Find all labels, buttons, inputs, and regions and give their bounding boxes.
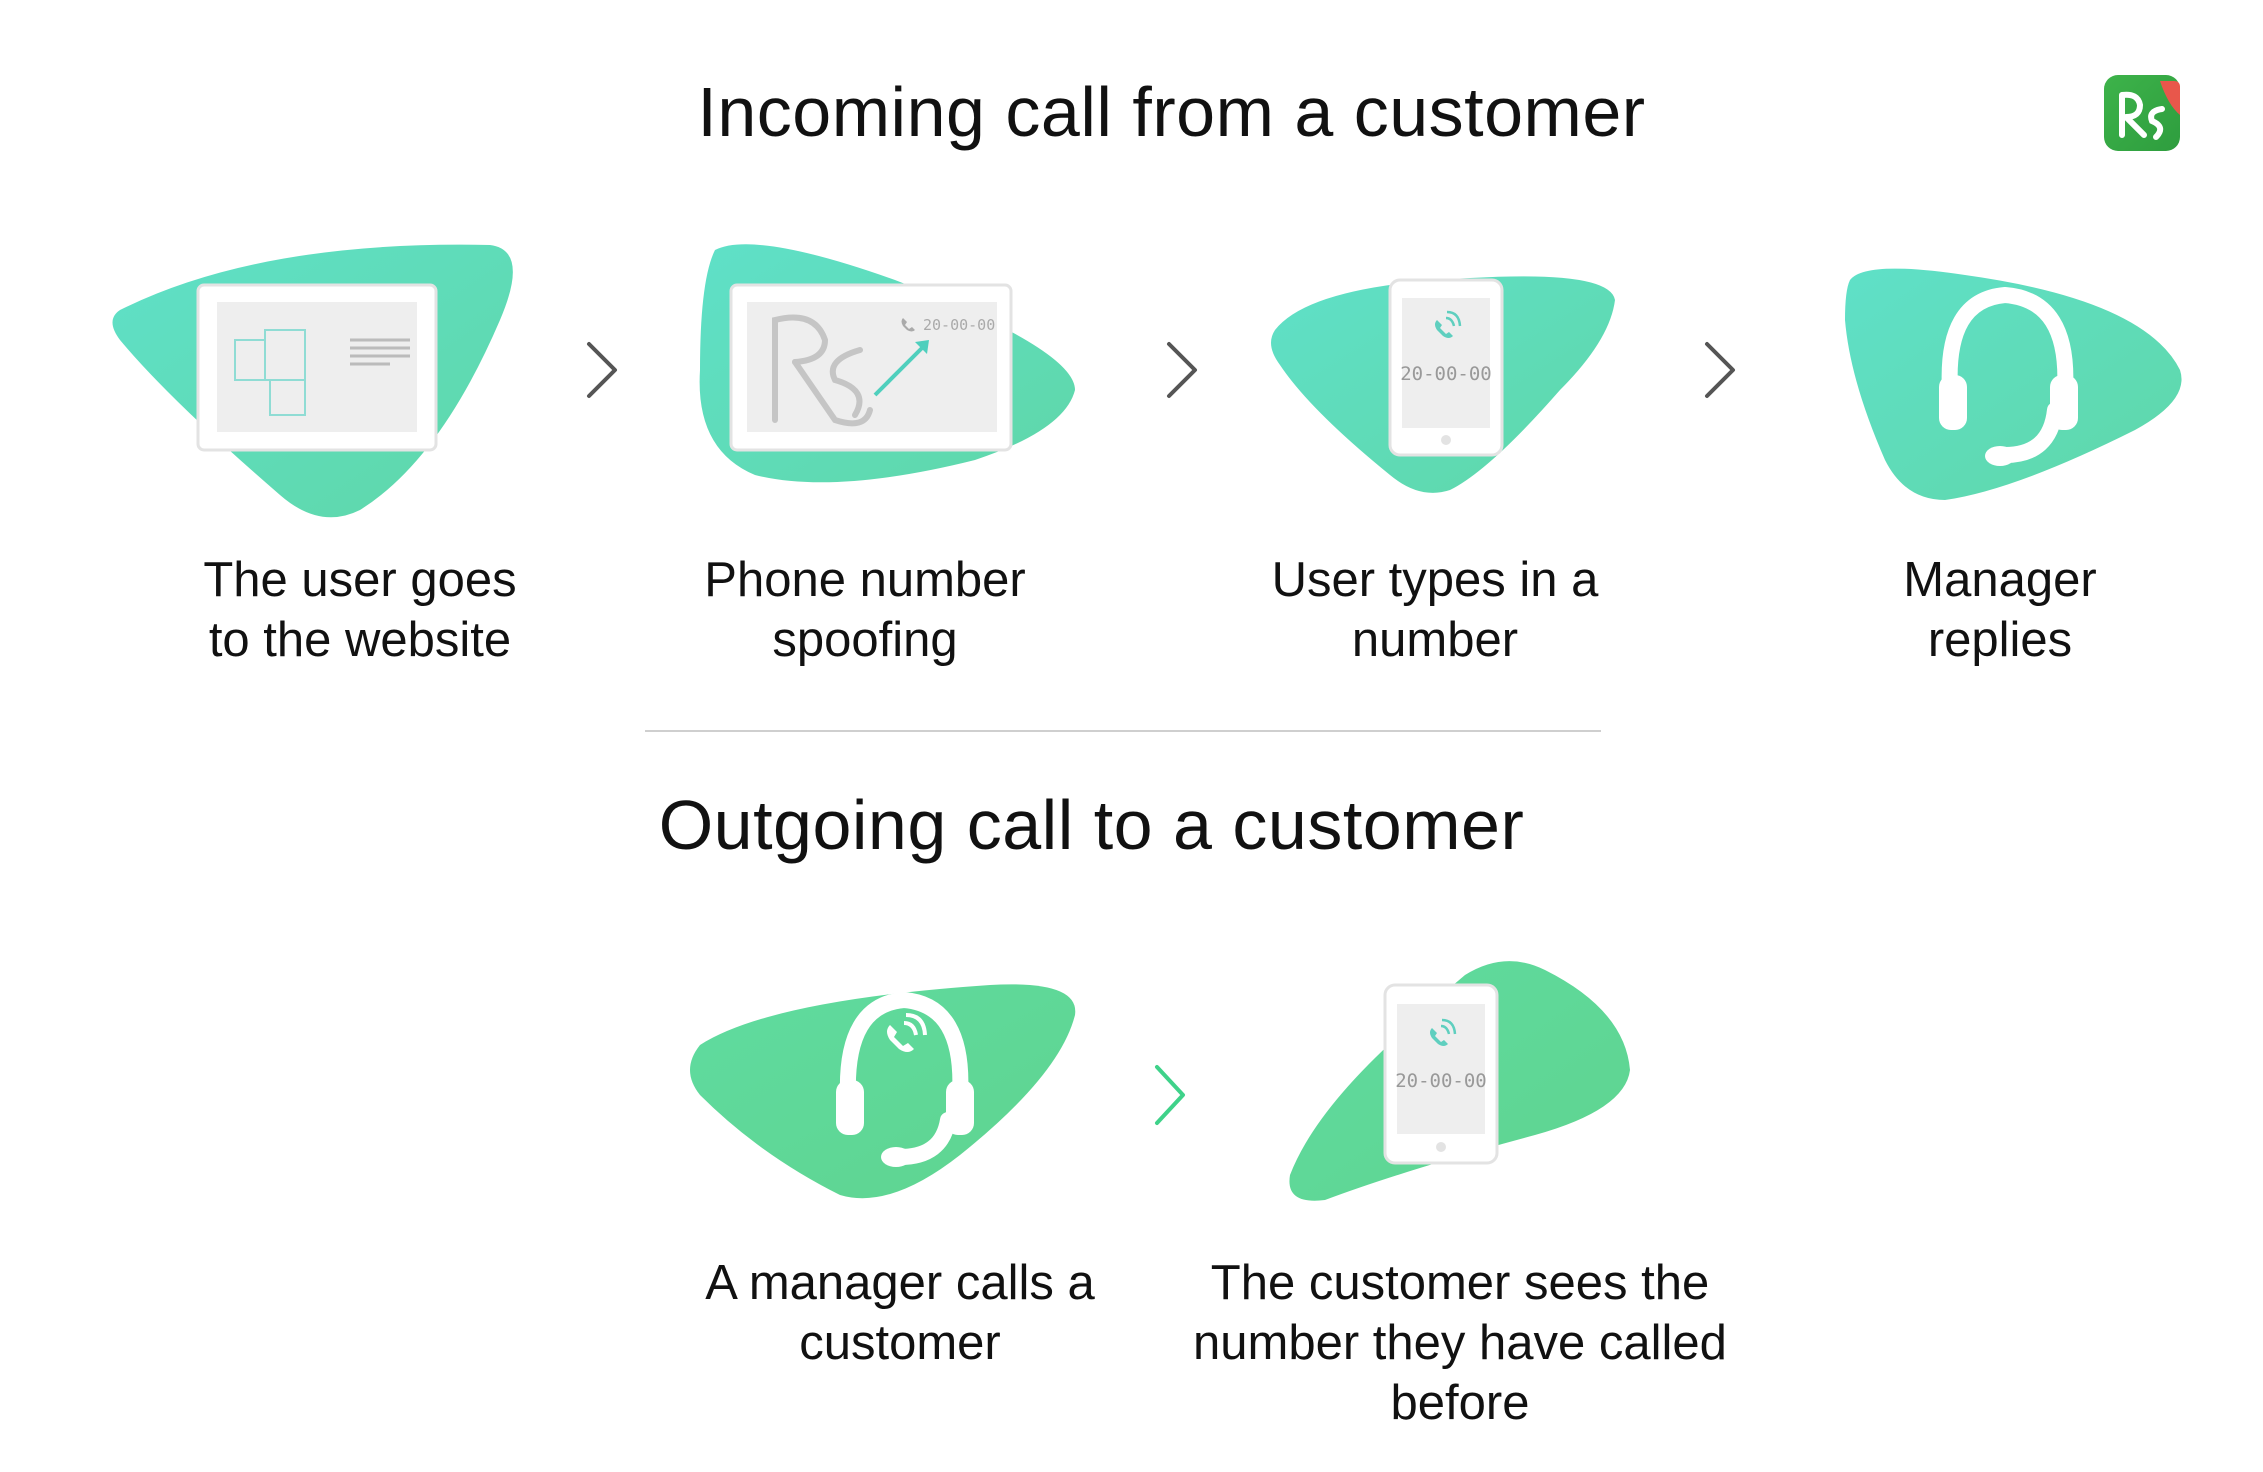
step-headset-calling-icon [690,984,1076,1199]
chevron-right-icon [1705,342,1735,398]
incoming-title: Incoming call from a customer [697,73,1646,151]
step-caption-manager-calls: A manager calls a customer [705,1256,1095,1370]
step-headset-icon [1845,268,2182,500]
dial-phone-number: 20-00-00 [1400,363,1492,385]
outgoing-title: Outgoing call to a customer [658,786,1525,864]
incoming-phone-number: 20-00-00 [1395,1070,1487,1092]
step-caption-manager-replies: Manager replies [1903,553,2097,667]
step-caption-customer-sees: The customer sees the number they have c… [1193,1256,1727,1430]
step-phone-dial-icon: 20-00-00 [1271,276,1615,493]
section-divider [645,730,1601,732]
step-caption-website: The user goes to the website [203,553,517,667]
step-website-icon [112,244,513,518]
spoof-phone-number: 20-00-00 [923,316,995,334]
rs-logo [2104,75,2180,151]
chevron-right-icon [1167,342,1197,398]
chevron-right-icon [587,342,617,398]
step-spoofing-icon: 20-00-00 [699,244,1075,483]
step-caption-spoofing: Phone number spoofing [704,553,1026,667]
step-phone-incoming-icon: 20-00-00 [1289,961,1630,1201]
chevron-right-icon [1155,1065,1185,1125]
step-caption-types-number: User types in a number [1271,553,1599,667]
